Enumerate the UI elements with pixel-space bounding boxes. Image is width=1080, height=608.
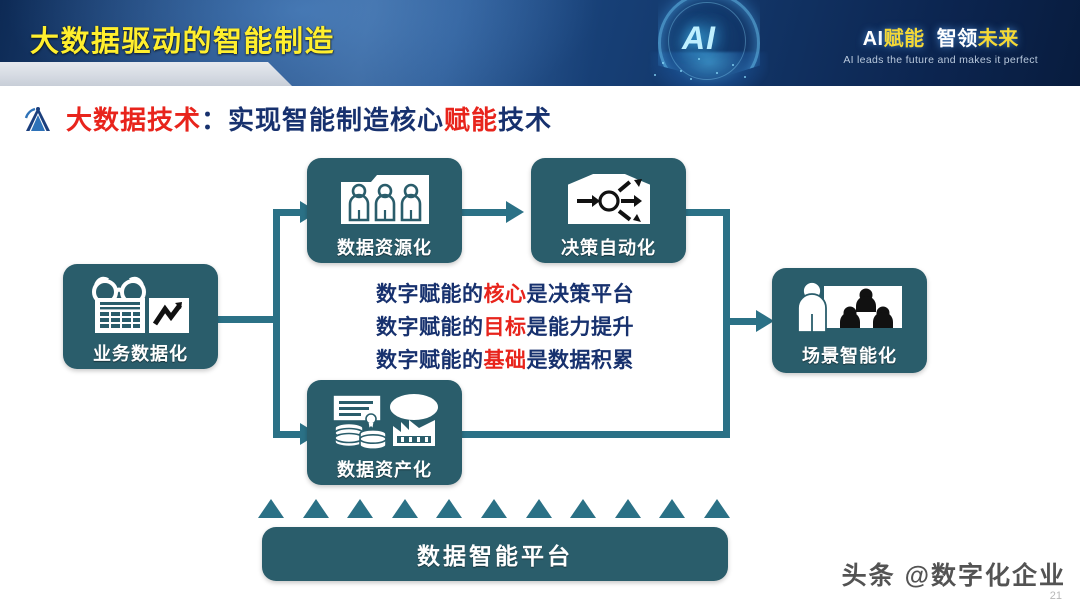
person-group-screen-icon [794, 280, 906, 336]
connector-n4-out [462, 431, 730, 438]
connector-n2-n3 [462, 209, 514, 216]
statement-emphasis: 基础 [483, 349, 527, 372]
platform-triangle [258, 499, 284, 518]
ai-slogan-main: AI赋能 智领未来 [843, 22, 1038, 51]
platform-bar[interactable]: 数据智能平台 [262, 527, 728, 581]
platform-triangle [525, 499, 552, 518]
platform-triangle [703, 499, 730, 518]
watermark: 头条 @数字化企业 [841, 562, 1066, 590]
platform-label: 数据智能平台 [417, 543, 573, 569]
connector-n3-out [686, 209, 730, 216]
platform-triangle [302, 499, 329, 518]
slogan-ai: AI [862, 28, 884, 50]
connector-merge-n5 [723, 318, 765, 325]
node-data-resourcing[interactable]: 数据资源化 [307, 158, 462, 263]
arrow-into-n3 [506, 201, 524, 223]
platform-triangle [347, 499, 374, 518]
ai-artwork: AI [632, 0, 822, 86]
statement-suffix: 是决策平台 [526, 283, 634, 306]
platform-triangle [614, 499, 641, 518]
three-people-folder-icon [337, 170, 433, 228]
slide-header: 大数据驱动的智能制造 AI AI赋能 智领未来 AI leads the fut… [0, 0, 1080, 86]
subtitle-body-1: ：实现智能制造核心 [201, 105, 445, 135]
node-label: 业务数据化 [93, 344, 188, 364]
statement-emphasis: 核心 [483, 283, 527, 306]
connector-split-vertical [273, 212, 280, 438]
connector-to-n2 [273, 209, 313, 216]
platform-triangle [570, 499, 597, 518]
node-label: 数据资产化 [337, 460, 432, 480]
connector-n1-out [216, 316, 280, 323]
subtitle-keyword-1: 大数据技术 [66, 105, 202, 135]
platform-triangle-row [258, 499, 730, 518]
node-label: 决策自动化 [561, 238, 656, 258]
slogan-empower: 赋能 [883, 28, 925, 50]
arrows-hub-box-icon [561, 170, 657, 228]
certificate-database-factory-icon [329, 392, 441, 450]
page-title: 大数据驱动的智能制造 [30, 26, 336, 58]
connector-to-n4 [273, 431, 313, 438]
ai-slogan: AI赋能 智领未来 AI leads the future and makes … [843, 22, 1038, 66]
node-label: 数据资源化 [337, 238, 432, 258]
node-label: 场景智能化 [802, 346, 897, 366]
ai-slogan-sub: AI leads the future and makes it perfect [843, 54, 1038, 66]
slogan-future: 未来 [977, 28, 1019, 50]
statement-suffix: 是数据积累 [526, 349, 634, 372]
statement-prefix: 数字赋能的 [376, 349, 484, 372]
brand-logo-icon [22, 104, 54, 134]
node-business-digitization[interactable]: 业务数据化 [63, 264, 218, 369]
platform-triangle [480, 499, 507, 518]
center-statement-3: 数字赋能的基础是数据积累 [335, 344, 675, 377]
section-subtitle: 大数据技术：实现智能制造核心赋能技术 [66, 100, 552, 137]
node-decision-automation[interactable]: 决策自动化 [531, 158, 686, 263]
ai-ring-inner-icon [668, 2, 746, 80]
arrow-into-n5 [756, 310, 774, 332]
ai-logo-text: AI [682, 20, 716, 56]
subtitle-keyword-2: 赋能 [444, 105, 499, 135]
statement-emphasis: 目标 [483, 316, 527, 339]
platform-triangle [391, 499, 418, 518]
binoculars-spreadsheet-chart-icon [81, 276, 201, 334]
center-statement-1: 数字赋能的核心是决策平台 [335, 278, 675, 311]
header-accent-band [0, 62, 292, 86]
platform-triangle [659, 499, 686, 518]
statement-suffix: 是能力提升 [526, 316, 634, 339]
ai-ring-outer-icon [658, 0, 760, 80]
subtitle-row: 大数据技术：实现智能制造核心赋能技术 [22, 100, 552, 137]
center-statements: 数字赋能的核心是决策平台 数字赋能的目标是能力提升 数字赋能的基础是数据积累 [335, 278, 675, 377]
subtitle-body-2: 技术 [498, 105, 553, 135]
node-scenario-intelligence[interactable]: 场景智能化 [772, 268, 927, 373]
page-number: 21 [1049, 590, 1062, 602]
platform-triangle [436, 499, 463, 518]
statement-prefix: 数字赋能的 [376, 283, 484, 306]
statement-prefix: 数字赋能的 [376, 316, 484, 339]
center-statement-2: 数字赋能的目标是能力提升 [335, 311, 675, 344]
node-data-assetization[interactable]: 数据资产化 [307, 380, 462, 485]
slogan-lead: 智领 [936, 28, 978, 50]
